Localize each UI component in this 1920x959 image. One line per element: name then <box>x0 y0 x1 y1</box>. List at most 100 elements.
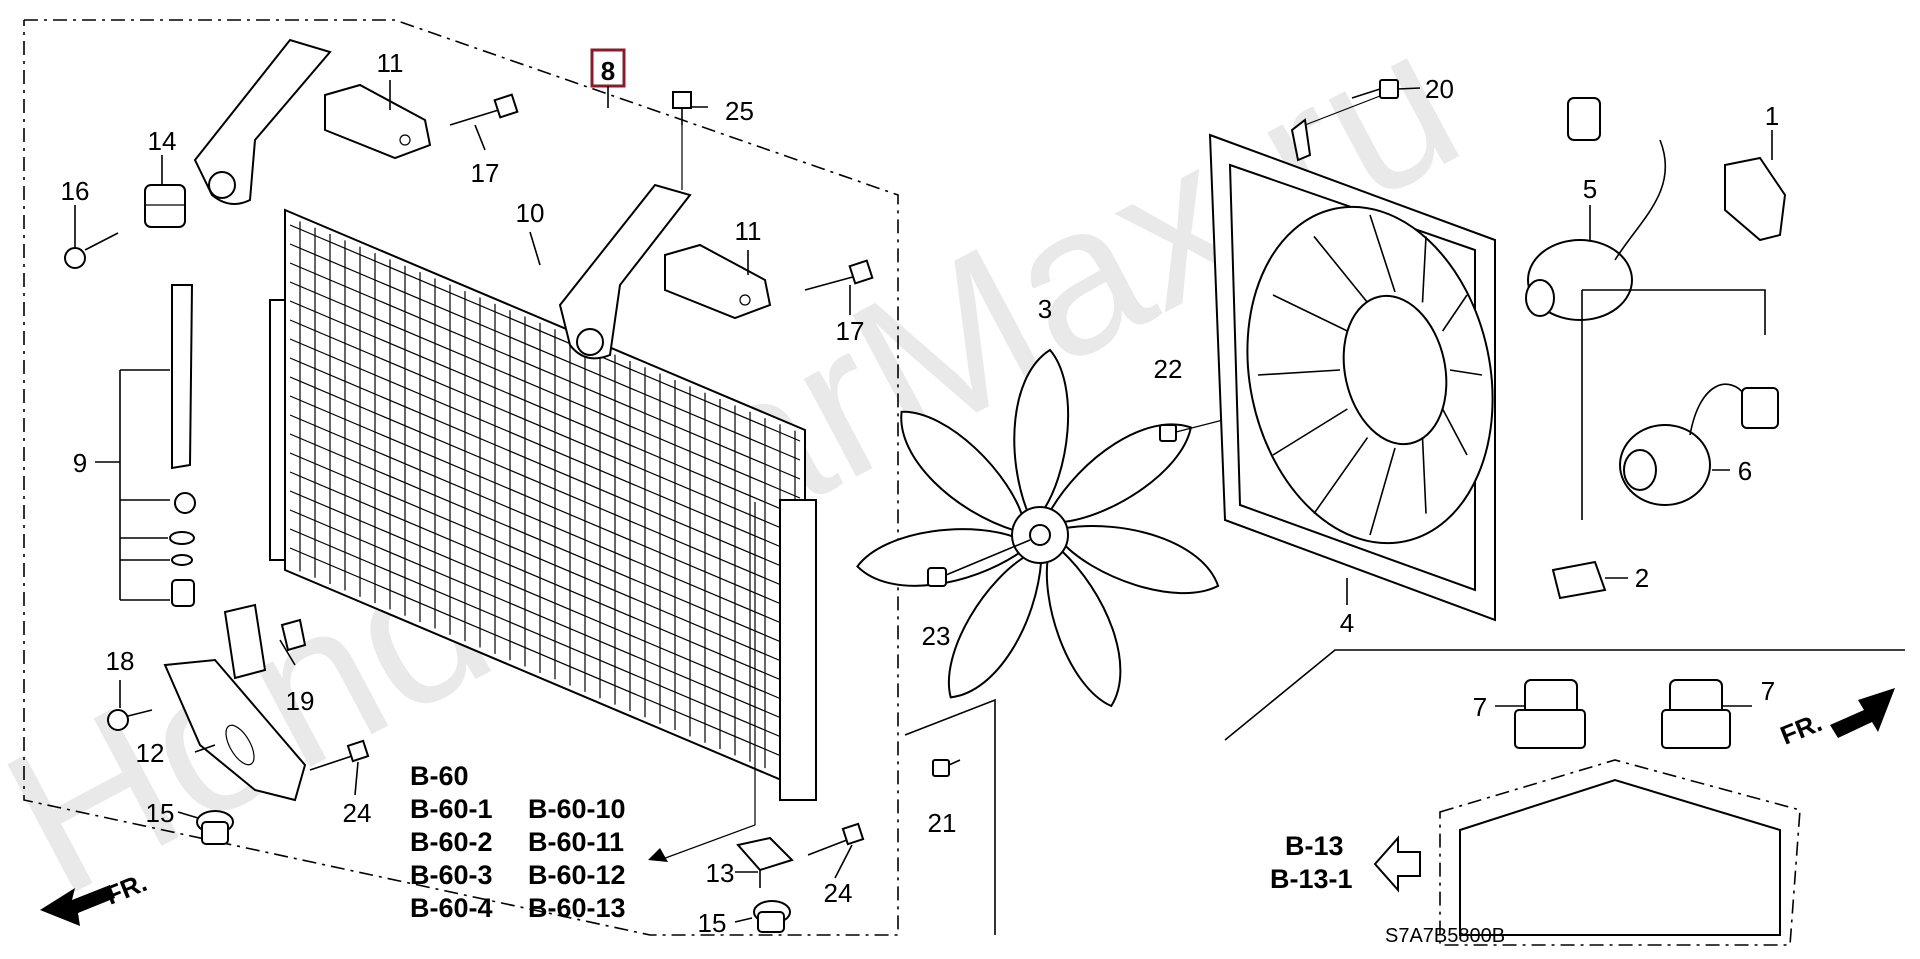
callout-10[interactable]: 10 <box>516 198 545 228</box>
callout-22[interactable]: 22 <box>1154 354 1183 384</box>
callout-24-left[interactable]: 24 <box>343 798 372 828</box>
callout-11-upper[interactable]: 11 <box>377 48 404 78</box>
refs-relay: B-13 B-13-1 <box>1270 831 1421 894</box>
bolt-21[interactable] <box>932 759 961 777</box>
callout-15-right[interactable]: 15 <box>698 908 727 938</box>
front-arrow-right: FR. <box>1776 688 1895 751</box>
fan-blade <box>1013 348 1070 517</box>
fan-motor-5[interactable] <box>1525 97 1667 321</box>
fan-shroud-4[interactable] <box>1208 118 1523 622</box>
cushion-13[interactable] <box>736 836 794 888</box>
clip-2[interactable] <box>1551 560 1607 600</box>
shroud-spoke <box>1449 369 1483 376</box>
condenser-tube <box>289 357 801 575</box>
callout-4[interactable]: 4 <box>1340 608 1354 638</box>
ref-b60-10[interactable]: B-60-10 <box>528 794 626 824</box>
refs-condenser: B-60 B-60-1 B-60-2 B-60-3 B-60-4 B-60-10… <box>410 761 626 923</box>
bolt-24-right[interactable] <box>807 822 865 856</box>
bracket-12[interactable] <box>163 658 307 802</box>
condenser-tube <box>289 395 801 613</box>
clip-19[interactable] <box>223 603 307 680</box>
bolt-25[interactable] <box>672 91 692 190</box>
shroud-spoke <box>1441 294 1468 332</box>
fan-blade <box>1048 423 1193 524</box>
callout-6[interactable]: 6 <box>1738 456 1752 486</box>
ref-b60-11[interactable]: B-60-11 <box>528 827 624 857</box>
shroud-spoke <box>1313 437 1369 515</box>
condenser-tube <box>289 452 801 670</box>
callout-24-right[interactable]: 24 <box>824 878 853 908</box>
callout-18[interactable]: 18 <box>106 646 135 676</box>
condenser-tube <box>289 300 801 518</box>
condenser-group-outline <box>23 19 899 936</box>
condenser-tube <box>289 509 801 727</box>
bolt-17-upper[interactable] <box>449 93 519 126</box>
callout-17-upper[interactable]: 17 <box>471 158 500 188</box>
callout-20[interactable]: 20 <box>1425 74 1454 104</box>
callout-19[interactable]: 19 <box>286 686 315 716</box>
upper-bracket-right[interactable] <box>558 183 692 360</box>
shroud-spoke <box>1441 408 1468 456</box>
cushion-15-right[interactable] <box>753 900 791 933</box>
callout-7-left[interactable]: 7 <box>1473 692 1487 722</box>
fan-motor-6[interactable] <box>1581 289 1779 520</box>
bolt-16[interactable] <box>64 232 119 269</box>
ref-b60[interactable]: B-60 <box>410 761 469 791</box>
cushion-15-left[interactable] <box>196 810 234 845</box>
fan-blade <box>948 551 1043 699</box>
condenser-tube <box>289 471 801 689</box>
callout-7-right[interactable]: 7 <box>1761 676 1775 706</box>
shroud-spoke <box>1421 437 1427 514</box>
callout-21[interactable]: 21 <box>928 808 957 838</box>
ref-b60-12[interactable]: B-60-12 <box>528 860 626 890</box>
callout-23[interactable]: 23 <box>922 621 951 651</box>
fan-blades[interactable] <box>853 348 1226 714</box>
ref-b13-1[interactable]: B-13-1 <box>1270 864 1353 894</box>
ref-b60-1[interactable]: B-60-1 <box>410 794 493 824</box>
callout-25[interactable]: 25 <box>725 96 754 126</box>
ref-b13[interactable]: B-13 <box>1285 831 1344 861</box>
cushion-upper-left[interactable] <box>324 83 432 160</box>
callout-2[interactable]: 2 <box>1635 563 1649 593</box>
condenser-tube <box>289 414 801 632</box>
fan-blade <box>1045 548 1122 708</box>
relay-7-right[interactable] <box>1661 679 1731 749</box>
callout-9[interactable]: 9 <box>73 448 87 478</box>
nut-23[interactable] <box>927 567 947 587</box>
callout-12[interactable]: 12 <box>136 738 165 768</box>
callout-8[interactable]: 8 <box>601 56 615 86</box>
ref-b60-4[interactable]: B-60-4 <box>410 893 493 923</box>
ref-b60-13[interactable]: B-60-13 <box>528 893 626 923</box>
callout-11-lower[interactable]: 11 <box>735 216 762 246</box>
cover-1[interactable] <box>1724 156 1787 242</box>
cushion-upper-right[interactable] <box>664 243 772 320</box>
upper-bracket-left[interactable] <box>193 38 332 205</box>
bolt-24-left[interactable] <box>309 739 370 771</box>
callout-13[interactable]: 13 <box>706 858 735 888</box>
bolt-17-lower[interactable] <box>804 259 874 291</box>
bolt-18[interactable] <box>107 709 153 731</box>
callout-5[interactable]: 5 <box>1583 174 1597 204</box>
grommet-14[interactable] <box>144 184 186 228</box>
shroud-spoke <box>1272 408 1348 456</box>
relay-box[interactable] <box>1439 759 1801 946</box>
callout-16[interactable]: 16 <box>61 176 90 206</box>
ref-b60-3[interactable]: B-60-3 <box>410 860 493 890</box>
condenser-tube <box>289 433 801 651</box>
ref-b60-2[interactable]: B-60-2 <box>410 827 493 857</box>
condenser-tube <box>289 281 801 499</box>
condenser-core[interactable] <box>269 208 817 801</box>
shroud-spoke <box>1313 235 1369 303</box>
shroud-spoke <box>1369 214 1396 293</box>
callout-14[interactable]: 14 <box>148 126 177 156</box>
callout-3[interactable]: 3 <box>1038 294 1052 324</box>
condenser-tube <box>289 243 801 461</box>
relay-7-left[interactable] <box>1514 679 1586 749</box>
callout-15-left[interactable]: 15 <box>146 798 175 828</box>
condenser-tube <box>289 528 801 746</box>
receiver-drier-9[interactable] <box>169 284 196 607</box>
shroud-spoke <box>1369 447 1396 536</box>
callout-1[interactable]: 1 <box>1765 101 1779 131</box>
callout-17-lower[interactable]: 17 <box>836 316 865 346</box>
hollow-arrow-left <box>1373 835 1421 893</box>
